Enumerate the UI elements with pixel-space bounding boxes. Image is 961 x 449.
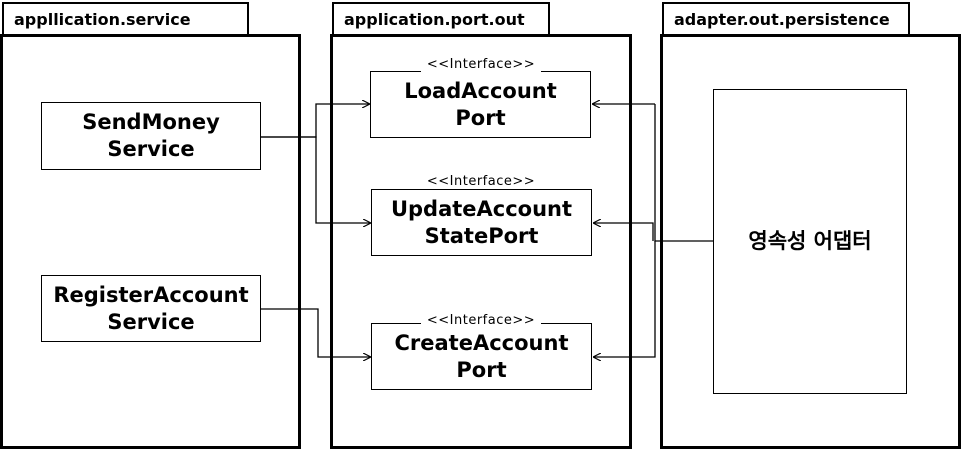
register-account-service-box: RegisterAccount Service: [41, 275, 261, 342]
adapter-to-create-account-arrow: [594, 241, 656, 357]
register-account-service-line2: Service: [107, 309, 195, 334]
update-account-state-port-line2: StatePort: [424, 223, 539, 248]
update-account-state-port-line1: UpdateAccount: [390, 196, 573, 221]
adapter-to-update-state-arrow: [594, 223, 654, 241]
persistence-adapter-box: 영속성 어댑터: [713, 89, 907, 394]
create-account-port-box: CreateAccount Port: [371, 323, 592, 390]
send-money-service-line2: Service: [107, 137, 195, 161]
package-label-port-out: application.port.out: [344, 10, 525, 29]
load-account-port-box: LoadAccount Port: [370, 71, 591, 138]
package-tab-service: appllication.service: [2, 2, 249, 34]
update-account-state-port-box: UpdateAccount StatePort: [371, 189, 592, 256]
update-account-state-port-stereotype: <<Interface>>: [421, 174, 541, 189]
send-money-to-load-account-arrow: [261, 104, 369, 138]
adapter-to-ports-line: [654, 104, 713, 242]
register-to-create-account-arrow: [261, 308, 370, 357]
send-money-service-box: SendMoney Service: [41, 102, 261, 170]
create-account-port-line2: Port: [456, 357, 507, 382]
create-account-port-stereotype: <<Interface>>: [421, 313, 541, 328]
package-label-service: appllication.service: [14, 10, 191, 29]
package-tab-port-out: application.port.out: [332, 2, 550, 34]
persistence-adapter-label: 영속성 어댑터: [748, 229, 872, 253]
load-account-port-line1: LoadAccount: [404, 78, 557, 103]
register-account-service-line1: RegisterAccount: [53, 282, 249, 307]
create-account-port-line1: CreateAccount: [394, 330, 569, 355]
send-money-service-line1: SendMoney: [82, 110, 220, 134]
load-account-port-line2: Port: [455, 105, 506, 130]
send-money-to-update-state-arrow: [261, 136, 370, 223]
load-account-port-stereotype: <<Interface>>: [421, 57, 541, 72]
package-label-persistence: adapter.out.persistence: [674, 10, 890, 29]
package-tab-persistence: adapter.out.persistence: [662, 2, 910, 34]
